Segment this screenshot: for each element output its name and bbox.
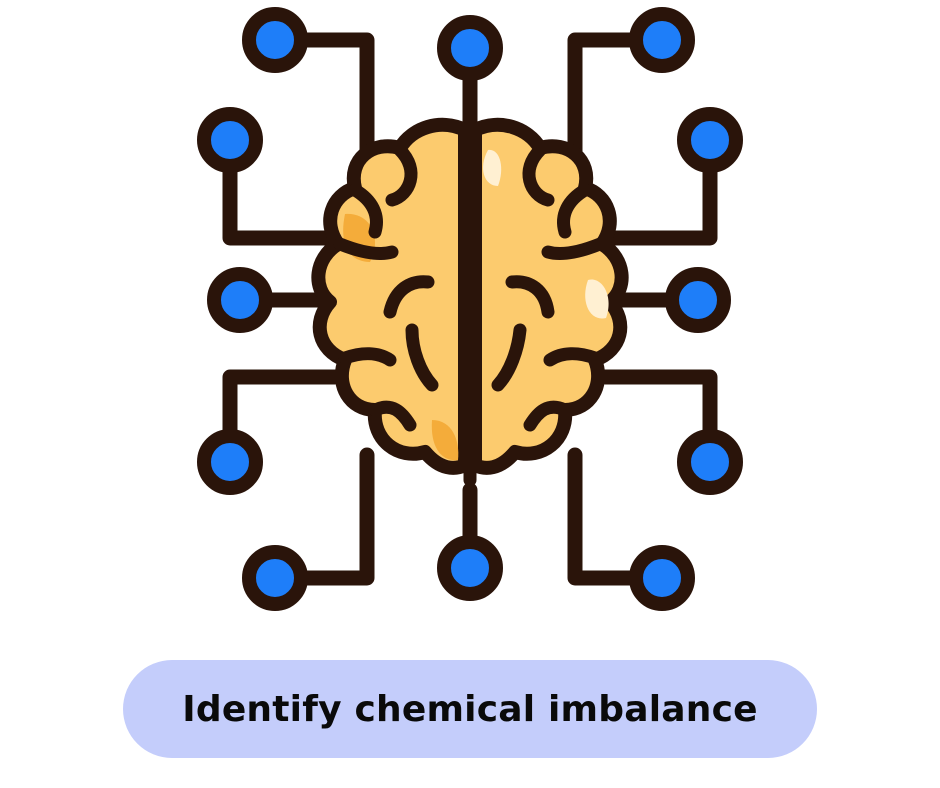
circuit-node xyxy=(677,429,743,495)
circuit-node xyxy=(665,267,731,333)
circuit-node xyxy=(242,7,308,73)
circuit-node xyxy=(437,535,503,601)
brain-circuit-icon xyxy=(197,7,743,611)
circuit-node xyxy=(197,107,263,173)
circuit-node xyxy=(242,545,308,611)
caption-pill: Identify chemical imbalance xyxy=(123,660,817,758)
circuit-node xyxy=(197,429,263,495)
caption-label: Identify chemical imbalance xyxy=(182,688,758,730)
circuit-node xyxy=(207,267,273,333)
brain-folds xyxy=(333,119,607,487)
brain-circuit-illustration xyxy=(197,7,743,611)
circuit-node xyxy=(629,545,695,611)
circuit-nodes xyxy=(197,7,743,611)
circuit-node xyxy=(677,107,743,173)
circuit-node xyxy=(437,15,503,81)
circuit-node xyxy=(629,7,695,73)
